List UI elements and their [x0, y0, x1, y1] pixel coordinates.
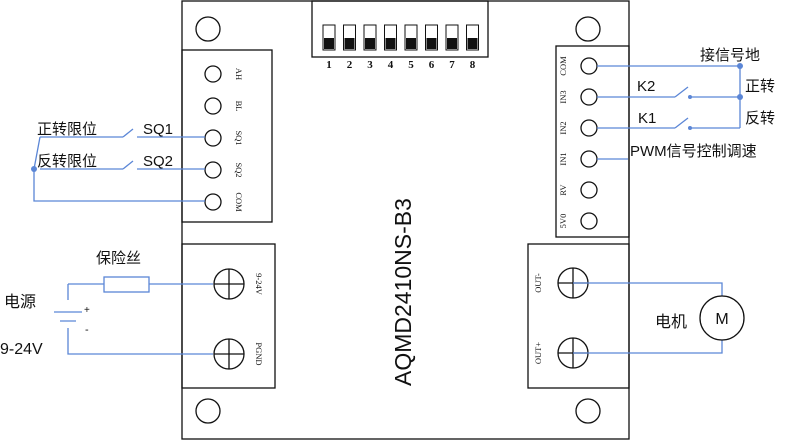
battery-symbol — [54, 311, 82, 322]
forward-limit-label: 正转限位 — [37, 121, 97, 138]
dip-switch-number: 4 — [388, 59, 394, 71]
dip-switch-number: 8 — [470, 59, 476, 71]
terminal-pin-rv[interactable] — [580, 181, 598, 199]
terminal-pin-label: RV — [558, 184, 568, 196]
terminal-pin-sq1[interactable] — [204, 129, 222, 147]
mounting-hole-bottom-right — [575, 398, 601, 424]
terminal-pin-label: IN2 — [558, 121, 568, 134]
dip-switch-lever — [447, 38, 457, 49]
reverse-label: 反转 — [745, 110, 775, 127]
terminal-pin-label: 5V0 — [558, 214, 568, 229]
forward-limit-switch-label: SQ1 — [143, 121, 173, 138]
terminal-pin-ah[interactable] — [204, 65, 222, 83]
wire-out-plus — [573, 340, 723, 354]
fuse-symbol — [103, 276, 150, 293]
voltage-label: 9-24V — [0, 341, 43, 358]
dip-switch-number: 6 — [429, 59, 435, 71]
power-pin-label: 9-24V — [254, 273, 264, 296]
reverse-limit-switch-label: SQ2 — [143, 153, 173, 170]
switch-k1-blade — [674, 117, 689, 129]
motor-symbol — [699, 295, 745, 341]
board-model-label: AQMD2410NS-B3 — [390, 198, 416, 386]
k1-label: K1 — [638, 110, 656, 127]
left-terminal-block — [181, 49, 273, 223]
terminal-pin-label: IN1 — [558, 152, 568, 165]
fuse-label: 保险丝 — [96, 250, 141, 267]
terminal-pin-label: IN3 — [558, 90, 568, 103]
wire-power-positive — [67, 283, 213, 300]
dip-switch-lever — [467, 38, 478, 49]
forward-label: 正转 — [745, 78, 775, 95]
motor-symbol-label: M — [715, 311, 728, 328]
terminal-pin-sq2[interactable] — [204, 161, 222, 179]
battery-plus: + — [84, 305, 90, 316]
dip-switch-lever — [365, 38, 375, 49]
pwm-label: PWM信号控制调速 — [630, 143, 757, 160]
wire-out-minus — [573, 282, 723, 296]
dip-switch-lever — [385, 38, 396, 49]
wire-power-negative — [67, 328, 213, 355]
mounting-hole-top-right — [575, 16, 601, 42]
terminal-pin-in1[interactable] — [580, 150, 598, 168]
terminal-pin-label: AH — [234, 68, 244, 80]
dip-switch-number: 5 — [408, 59, 414, 71]
dip-switch-block — [311, 0, 489, 58]
terminal-pin-bl[interactable] — [204, 97, 222, 115]
mounting-hole-bottom-left — [195, 398, 221, 424]
dip-switch-number: 7 — [449, 59, 455, 71]
output-pin-label: OUT+ — [533, 342, 543, 364]
junction-dot-k2 — [737, 94, 743, 100]
contact-dot-k2 — [688, 95, 692, 99]
power-terminal-block — [181, 243, 276, 389]
power-screw-pgnd[interactable] — [213, 338, 245, 370]
wire-limit-common — [33, 136, 205, 202]
switch-sq2-blade — [122, 160, 134, 170]
power-source-label: 电源 — [4, 293, 36, 311]
switch-sq1-blade — [122, 128, 134, 138]
terminal-pin-label: SQ2 — [234, 162, 244, 177]
output-terminal-block — [527, 243, 630, 389]
terminal-pin-in2[interactable] — [580, 119, 598, 137]
terminal-pin-in3[interactable] — [580, 88, 598, 106]
k2-label: K2 — [637, 78, 655, 95]
dip-switch-number: 2 — [347, 59, 353, 71]
dip-switch-lever — [406, 38, 416, 49]
right-terminal-block — [555, 45, 630, 238]
signal-ground-label: 接信号地 — [700, 47, 760, 64]
dip-switch-lever — [324, 38, 334, 49]
terminal-pin-5v0[interactable] — [580, 212, 598, 230]
terminal-pin-label: COM — [558, 56, 568, 76]
terminal-pin-label: COM — [234, 192, 244, 212]
terminal-pin-label: SQ1 — [234, 130, 244, 145]
battery-minus: - — [85, 324, 89, 336]
power-pin-label: PGND — [254, 342, 264, 365]
contact-dot-k1 — [688, 126, 692, 130]
reverse-limit-label: 反转限位 — [37, 153, 97, 170]
terminal-pin-label: BL — [234, 101, 244, 112]
junction-dot-ground — [737, 63, 743, 69]
motor-label: 电机 — [655, 313, 687, 331]
terminal-pin-com[interactable] — [204, 193, 222, 211]
mounting-hole-top-left — [195, 16, 221, 42]
dip-switch-number: 3 — [367, 59, 373, 71]
dip-switch-lever — [426, 38, 437, 49]
dip-switch-number: 1 — [326, 59, 332, 71]
junction-dot-left — [31, 166, 37, 172]
dip-switch-lever — [344, 38, 355, 49]
terminal-pin-com[interactable] — [580, 57, 598, 75]
switch-k2-blade — [674, 86, 689, 98]
power-screw-9-24v[interactable] — [213, 268, 245, 300]
output-pin-label: OUT- — [533, 273, 543, 293]
